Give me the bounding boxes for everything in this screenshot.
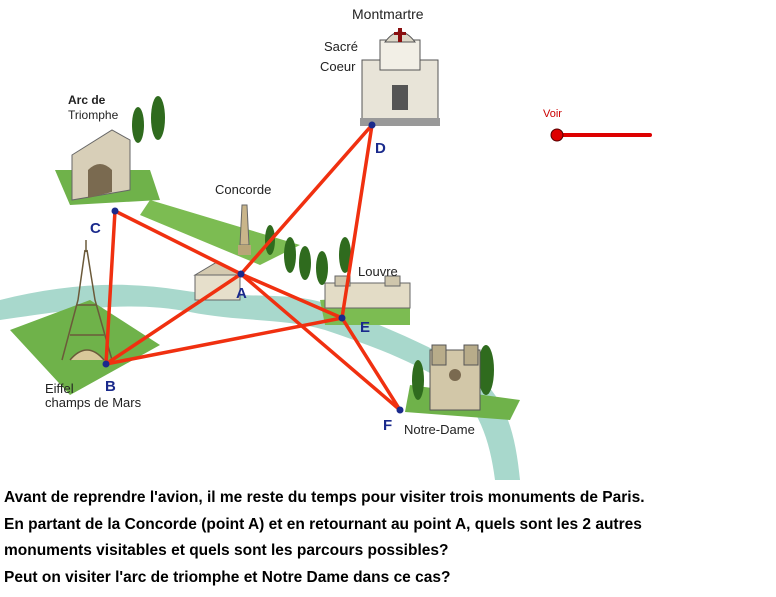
label-eiffel-1: Eiffel: [45, 381, 74, 396]
trees: [132, 96, 494, 400]
edge-DE: [340, 123, 374, 320]
label-sacre-coeur-1: Sacré: [324, 39, 358, 54]
point-D[interactable]: [368, 121, 376, 129]
route-edges: [104, 123, 402, 412]
point-label-E: E: [360, 319, 370, 336]
edge-AE: [239, 272, 344, 320]
question-line-3: monuments visitables et quels sont les p…: [4, 542, 449, 559]
label-sacre-coeur-2: Coeur: [320, 59, 356, 74]
eiffel-tower-icon: [61, 240, 113, 361]
edge-AB: [104, 272, 243, 366]
point-label-B: B: [105, 378, 116, 395]
concorde-obelisk-icon: [238, 204, 251, 255]
arc-de-triomphe-icon: [71, 129, 131, 201]
seine-river: [0, 284, 520, 480]
label-arc-2: Triomphe: [68, 108, 119, 122]
point-label-A: A: [236, 285, 247, 302]
label-notre-dame: Notre-Dame: [404, 422, 475, 437]
route-points: [102, 121, 404, 414]
point-F[interactable]: [396, 406, 404, 414]
point-label-D: D: [375, 140, 386, 157]
edge-BC: [104, 209, 117, 366]
sacre-coeur-icon: [360, 28, 440, 126]
label-eiffel-2: champs de Mars: [45, 395, 142, 410]
question-line-4: Peut on visiter l'arc de triomphe et Not…: [4, 568, 451, 586]
point-B[interactable]: [102, 360, 110, 368]
point-E[interactable]: [338, 314, 346, 322]
paris-map: Montmartre Sacré Coeur Arc de Triomphe C…: [0, 6, 652, 480]
question-line-1: Avant de reprendre l'avion, il me reste …: [4, 489, 645, 506]
question-line-2: En partant de la Concorde (point A) et e…: [4, 515, 642, 533]
point-label-F: F: [383, 417, 392, 434]
louvre-icon: [324, 275, 411, 309]
slider-label: Voir: [543, 108, 562, 120]
point-label-C: C: [90, 220, 101, 237]
label-louvre: Louvre: [358, 264, 398, 279]
voir-slider[interactable]: Voir: [543, 108, 652, 142]
notre-dame-icon: [429, 344, 481, 411]
slider-knob[interactable]: [550, 128, 564, 142]
edge-BE: [104, 316, 344, 366]
point-A[interactable]: [237, 270, 245, 278]
edge-EF: [340, 316, 402, 412]
edge-AC: [113, 209, 243, 276]
label-arc-1: Arc de: [68, 93, 106, 107]
point-C[interactable]: [111, 207, 119, 215]
question-text: Avant de reprendre l'avion, il me reste …: [4, 485, 774, 591]
edge-AF: [239, 272, 402, 412]
edge-AD: [239, 123, 374, 276]
label-montmartre: Montmartre: [352, 6, 424, 22]
label-concorde: Concorde: [215, 182, 271, 197]
